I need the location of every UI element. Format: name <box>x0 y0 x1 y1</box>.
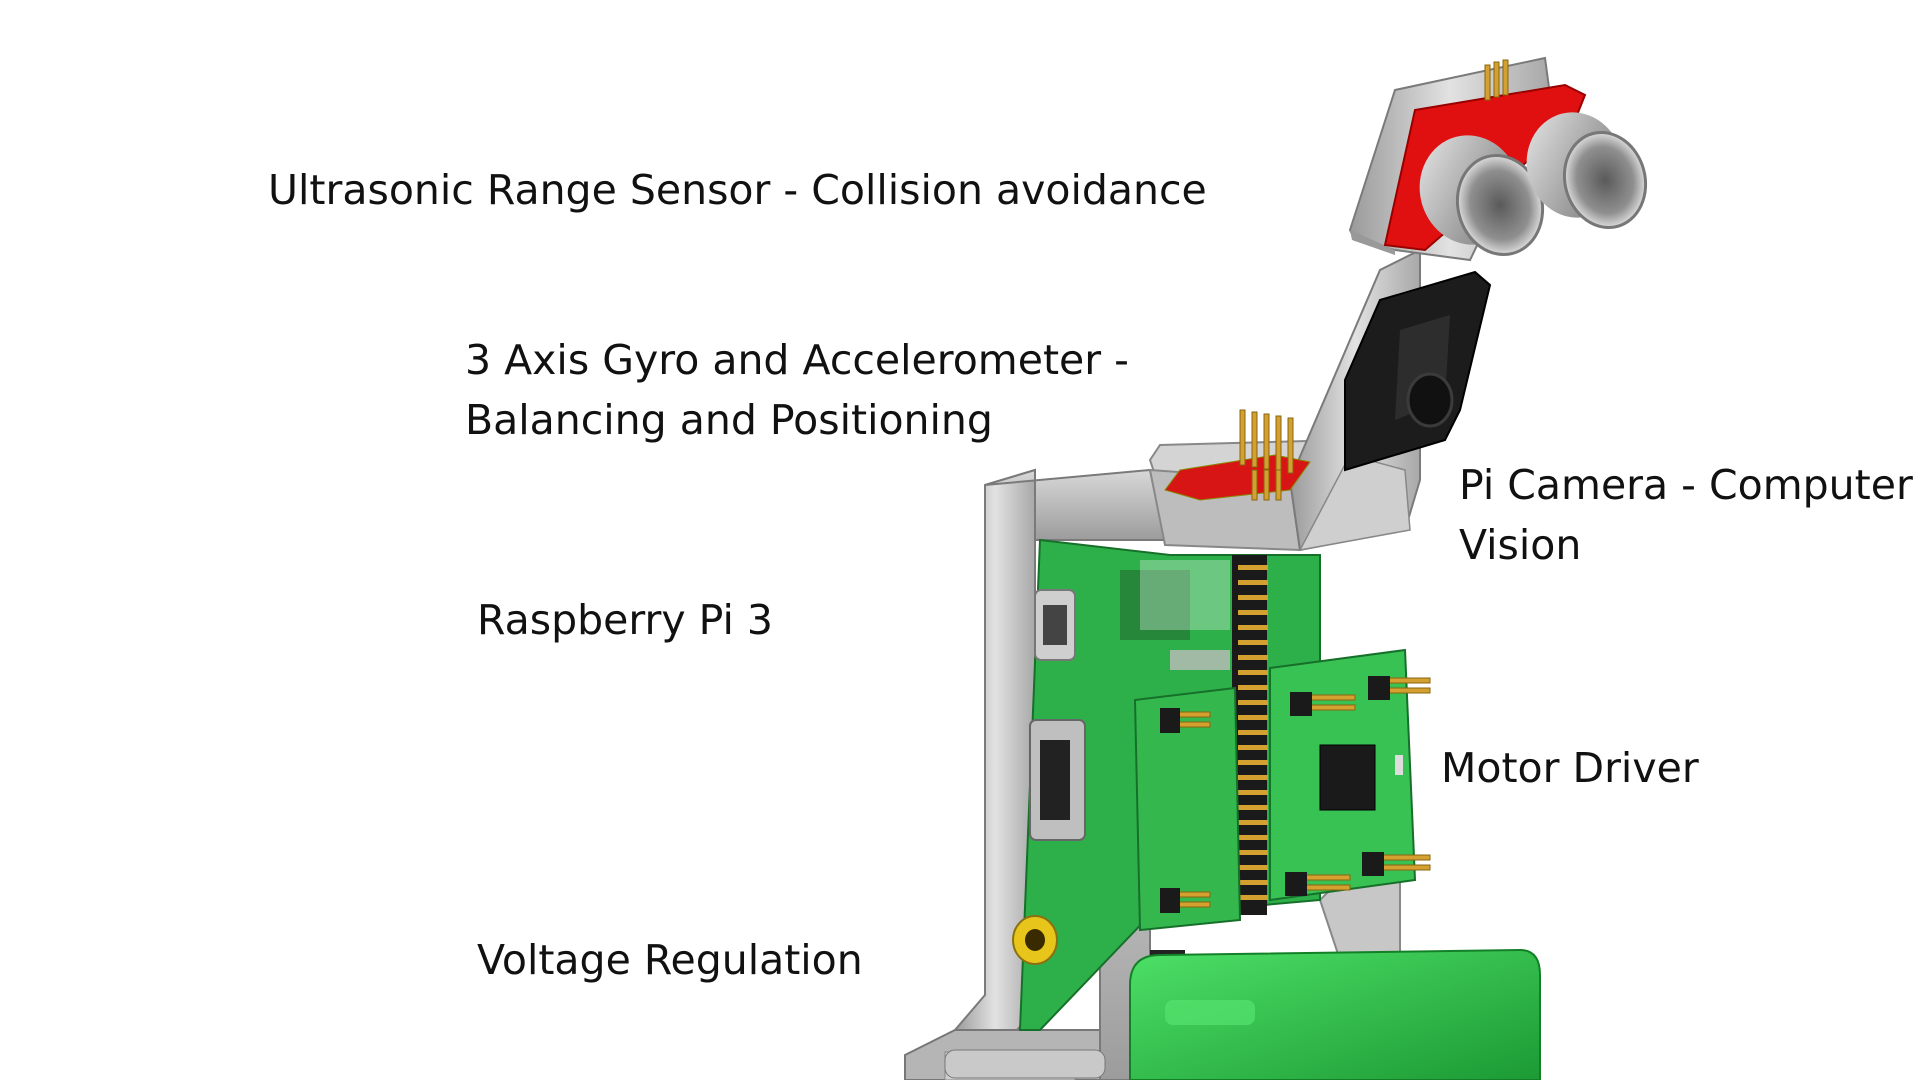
gyro-label-line1: 3 Axis Gyro and Accelerometer - <box>465 336 1129 384</box>
raspberry-pi-label: Raspberry Pi 3 <box>477 596 773 644</box>
camera-label-line2: Vision <box>1459 521 1582 569</box>
motor-driver-board <box>1269 648 1431 902</box>
ultrasonic-sensor-label: Ultrasonic Range Sensor - Collision avoi… <box>268 166 1207 214</box>
motor-housing <box>1129 948 1541 1080</box>
axle-rod <box>944 1049 1106 1079</box>
ultrasonic-sensor <box>1383 59 1648 257</box>
pi-camera <box>1344 270 1492 472</box>
motor-driver-label: Motor Driver <box>1441 744 1699 792</box>
gyro-accelerometer-board <box>1164 409 1311 501</box>
camera-label-line1: Pi Camera - Computer <box>1459 461 1913 509</box>
gyro-label-line2: Balancing and Positioning <box>465 396 993 444</box>
voltage-regulation-label: Voltage Regulation <box>477 936 863 984</box>
